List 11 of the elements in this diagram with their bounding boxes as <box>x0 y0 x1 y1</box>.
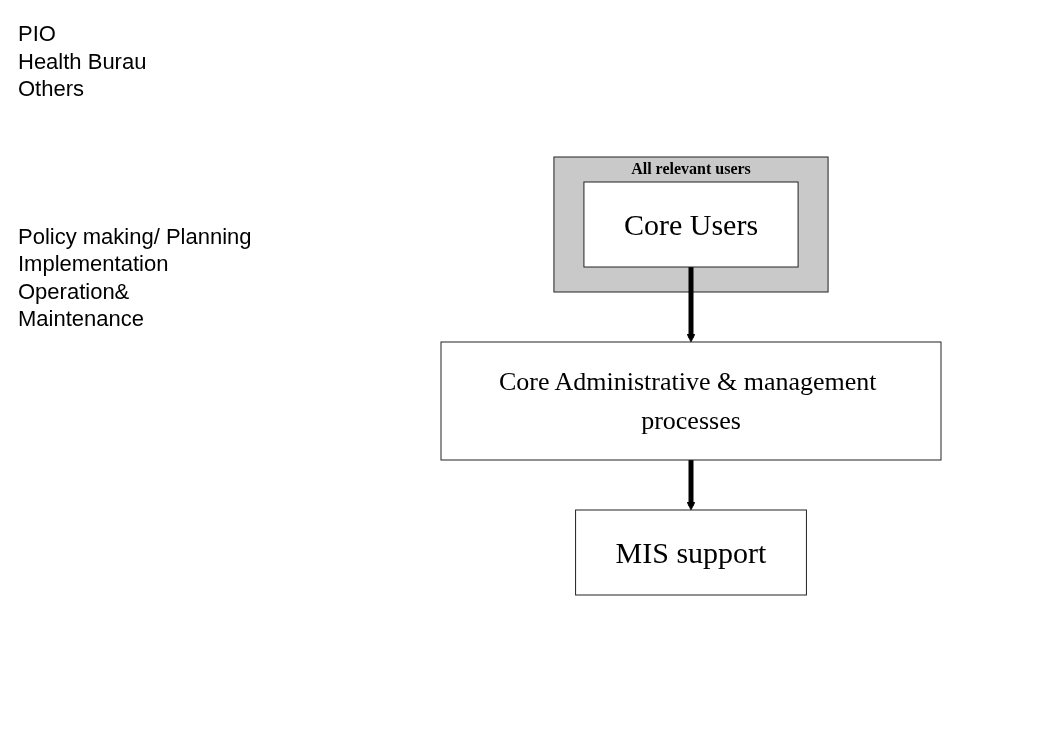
side-note: Operation& Maintenance <box>18 277 145 333</box>
arrow <box>686 266 695 342</box>
side-note: PIO <box>18 20 57 48</box>
side-note: Others <box>18 75 86 103</box>
arrow <box>686 459 695 510</box>
node-box: Core Users <box>582 181 799 267</box>
side-note: Policy making/ Planning <box>18 222 253 250</box>
side-note: Health Burau <box>18 47 148 75</box>
side-note: Implementation <box>18 250 170 278</box>
node-box: Core Administrative & management processes <box>440 341 941 460</box>
node-box: MIS support <box>574 509 807 595</box>
